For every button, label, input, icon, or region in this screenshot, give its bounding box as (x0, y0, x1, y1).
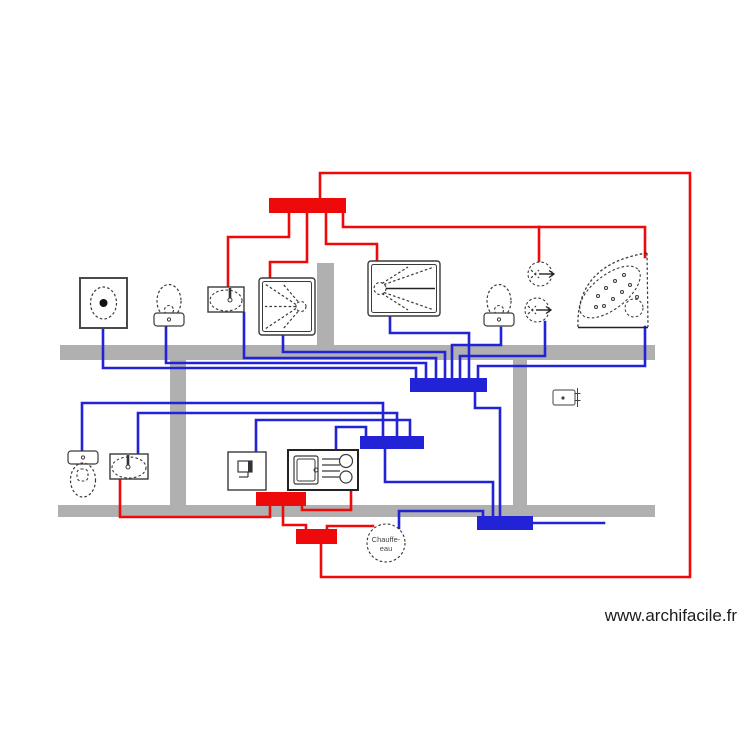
watermark-text: www.archifacile.fr (604, 606, 737, 625)
pipe-cold-to-heater (397, 509, 485, 530)
valve-2 (524, 297, 553, 323)
shower-2 (367, 260, 441, 317)
sink-2 (109, 453, 149, 480)
toilet-2 (483, 283, 515, 327)
water-heater: Chauffe-eau (366, 523, 406, 563)
cold-manifold-main (410, 378, 487, 392)
hot-manifold-b (296, 529, 337, 544)
wall-outlet (552, 388, 581, 407)
pipe-cold-to-washing-machine (101, 326, 418, 381)
pipe-cold-to-toilet-1 (164, 325, 428, 381)
pipes-layer (80, 171, 692, 579)
pipe-cold-to-bathtub (476, 325, 647, 381)
shower-1 (258, 277, 316, 336)
sink-1 (207, 286, 245, 313)
pipe-cold-to-toilet-2 (450, 326, 503, 381)
pipe-cold-to-sink-2 (136, 411, 399, 456)
pipe-hot-to-sink-2 (118, 476, 272, 519)
pipe-cold-to-kitchen (334, 425, 368, 452)
pipe-hot-to-sink-1 (226, 210, 291, 291)
heater-label-line1: Chauffe- (372, 535, 401, 544)
pipe-hot-to-shower-1 (268, 210, 309, 283)
pipe-hot-manifold-a-to-b (281, 503, 308, 532)
hot-manifold-a (256, 492, 306, 506)
valve-1 (527, 261, 556, 287)
fixtures-layer: Chauffe-eau (67, 252, 649, 563)
pipe-cold-to-dishwasher (254, 418, 412, 454)
cold-manifold-lower (360, 436, 424, 449)
heater-label-line2: eau (380, 544, 393, 553)
pipe-hot-to-shower-2 (324, 210, 379, 264)
pipe-hot-trunk-right (341, 210, 647, 259)
cold-manifold-supply (477, 516, 533, 530)
manifolds-layer (256, 198, 533, 544)
pipe-cold-to-sink-1 (242, 311, 438, 381)
wall-upper-vertical (317, 263, 334, 345)
kitchen-unit (287, 449, 359, 491)
wall-mid-vertical (513, 360, 527, 516)
toilet-1 (153, 283, 185, 327)
pipe-cold-to-shower-1 (281, 333, 447, 381)
pipe-hot-loop-heater-to-top-manifold (318, 171, 692, 579)
wall-bottom-horizontal (58, 505, 655, 517)
pipe-cold-main-to-supply-manifold (473, 390, 502, 519)
pipe-hot-heater-to-manifold-b (325, 524, 375, 532)
dishwasher (227, 451, 267, 491)
pipe-cold-to-valve-2 (458, 320, 547, 381)
corner-bathtub (577, 252, 649, 329)
hot-manifold-top (269, 198, 346, 213)
pipe-hot-to-kitchen (300, 487, 353, 512)
washing-machine (79, 277, 128, 329)
pipe-cold-lower-to-supply (383, 447, 495, 519)
toilet-3 (67, 450, 99, 498)
wall-left-vertical (170, 360, 186, 505)
